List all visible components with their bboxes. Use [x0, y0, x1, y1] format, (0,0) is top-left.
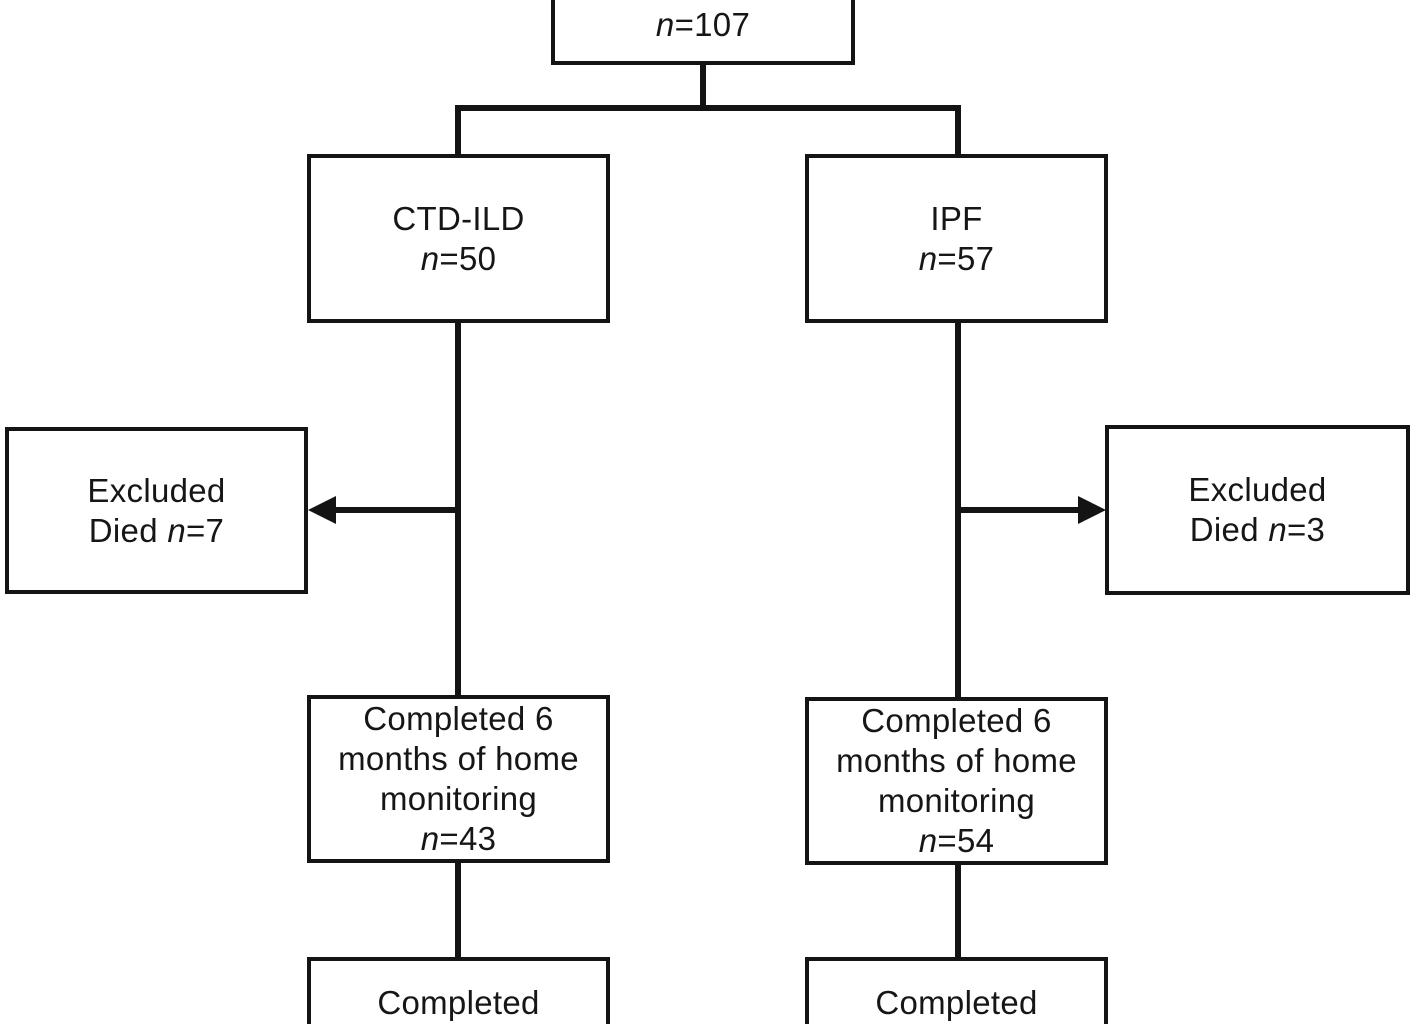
ctd-ild-count: n=50 [420, 239, 497, 277]
ctd-ild-label: CTD-ILD [392, 199, 525, 237]
connector-branch-left-leg [455, 105, 461, 154]
box-enrolled-total: n=107 [551, 0, 855, 65]
box-completed-ipf: Completed [805, 957, 1108, 1024]
connector-branch-horizontal [455, 105, 961, 111]
ipf-count: n=57 [918, 239, 995, 277]
completed-ipf-line1: Completed [875, 984, 1038, 1021]
ipf-label: IPF [930, 199, 983, 237]
completed6-ctd-count: n=43 [420, 820, 497, 857]
completed6-ipf-line2: months of home [836, 742, 1077, 779]
excluded-ipf-reason: Died n=3 [1189, 511, 1326, 548]
completed-ctd-line1: Completed [377, 984, 540, 1021]
completed6-ipf-line3: monitoring [877, 782, 1036, 819]
box-completed6-ctd: Completed 6 months of home monitoring n=… [307, 695, 610, 863]
box-completed-ctd: Completed [307, 957, 610, 1024]
connector-ctd-to-completed6 [455, 323, 461, 695]
completed6-ctd-line1: Completed 6 [363, 700, 554, 737]
box-ctd-ild: CTD-ILD n=50 [307, 154, 610, 323]
box-excluded-ctd: Excluded Died n=7 [5, 427, 308, 594]
arrow-line-excluded-left [332, 507, 457, 513]
connector-completed6-to-completed-left [455, 863, 461, 957]
arrowhead-right-icon [1078, 496, 1106, 524]
connector-branch-right-leg [955, 105, 961, 154]
completed6-ipf-line1: Completed 6 [861, 702, 1052, 739]
completed6-ctd-line2: months of home [338, 740, 579, 777]
arrowhead-left-icon [308, 496, 336, 524]
box-completed6-ipf: Completed 6 months of home monitoring n=… [805, 697, 1108, 865]
connector-completed6-to-completed-right [955, 865, 961, 957]
excluded-ipf-title: Excluded [1188, 471, 1327, 508]
completed6-ctd-line3: monitoring [379, 780, 538, 817]
excluded-ctd-title: Excluded [87, 471, 226, 509]
connector-enrolled-stem [700, 65, 706, 108]
arrow-line-excluded-right [957, 507, 1082, 513]
box-ipf: IPF n=57 [805, 154, 1108, 323]
enrolled-count: n=107 [655, 6, 751, 43]
completed6-ipf-count: n=54 [918, 822, 995, 859]
box-excluded-ipf: Excluded Died n=3 [1105, 425, 1410, 595]
excluded-ctd-reason: Died n=7 [88, 511, 225, 549]
